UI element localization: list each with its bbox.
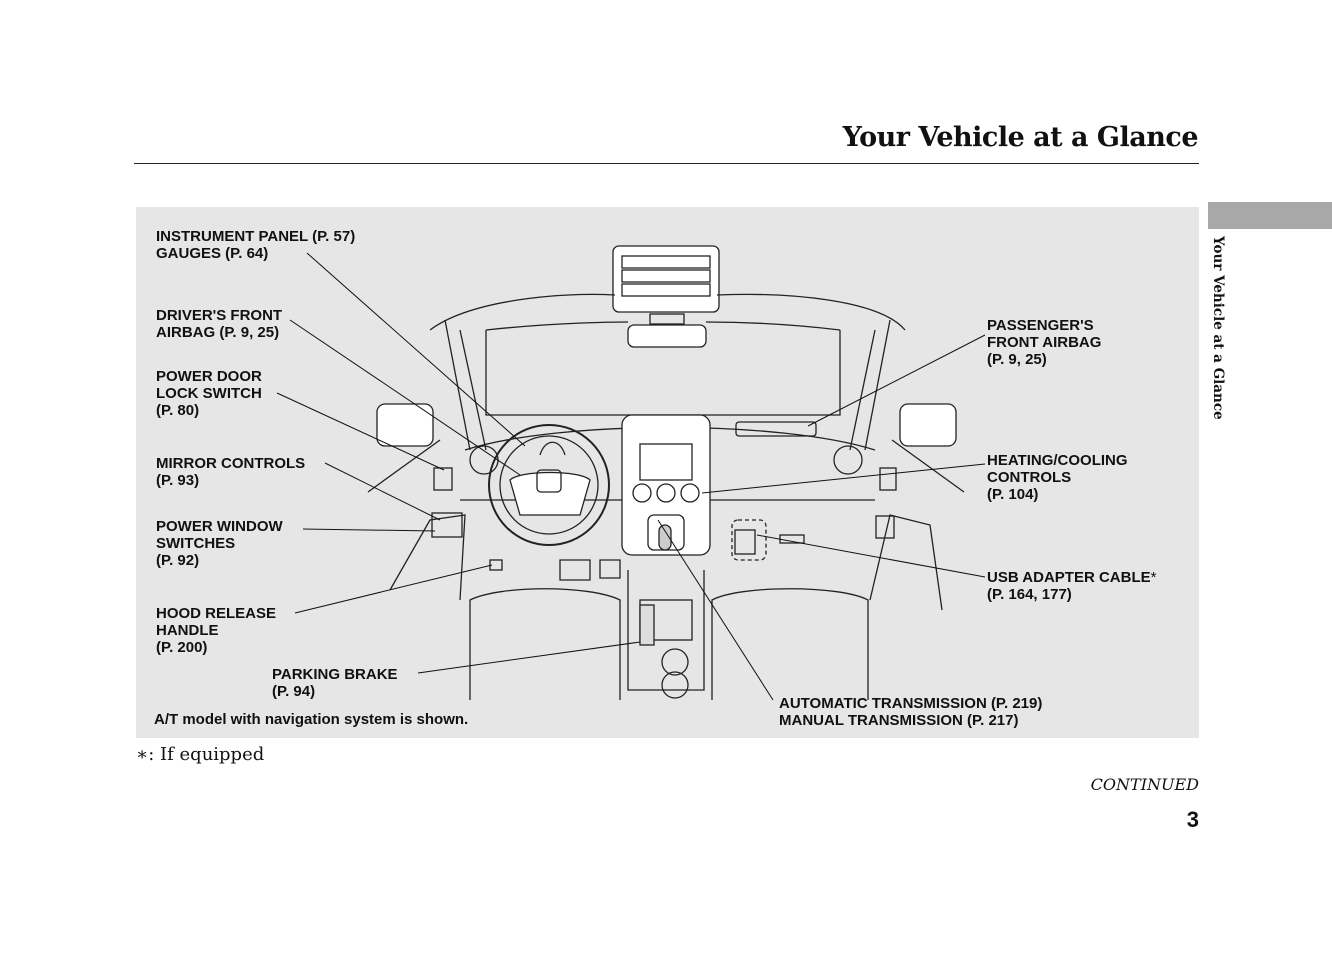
label-instrument-panel: INSTRUMENT PANEL (P. 57)GAUGES (P. 64)	[156, 228, 356, 262]
section-tab	[1208, 202, 1332, 229]
illustration-note: A/T model with navigation system is show…	[154, 711, 469, 728]
label-mirror-controls: MIRROR CONTROLS(P. 93)	[156, 455, 306, 489]
label-transmission: AUTOMATIC TRANSMISSION (P. 219)MANUAL TR…	[779, 695, 1043, 729]
continued-text: CONTINUED	[1090, 775, 1199, 794]
footnote: ∗: If equipped	[136, 744, 265, 765]
label-usb-adapter: USB ADAPTER CABLE* (P. 164, 177)	[987, 569, 1157, 603]
usb-asterisk: *	[1150, 569, 1157, 586]
page-number: 3	[1186, 807, 1199, 832]
label-parking-brake: PARKING BRAKE(P. 94)	[272, 666, 398, 700]
page-title: Your Vehicle at a Glance	[842, 122, 1199, 153]
title-rule	[134, 163, 1199, 164]
section-tab-label: Your Vehicle at a Glance	[1210, 236, 1226, 420]
